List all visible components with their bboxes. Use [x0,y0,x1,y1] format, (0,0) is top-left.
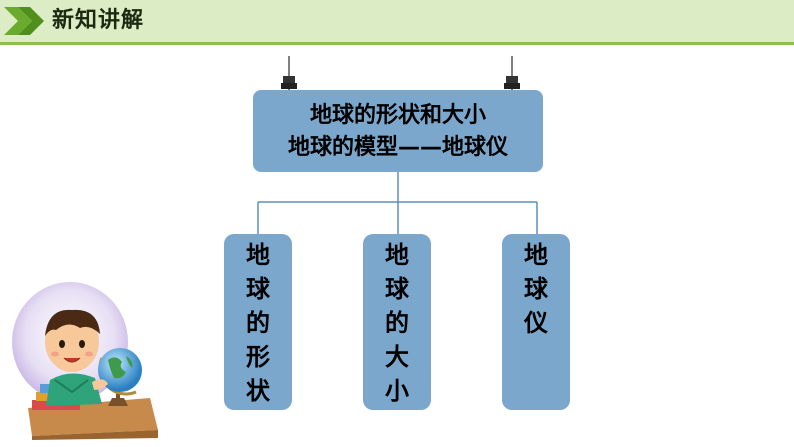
char: 球 [524,275,548,303]
main-topic-line-1: 地球的形状和大小 [309,103,486,128]
char: 的 [385,309,409,337]
char: 的 [246,309,270,337]
child-with-globe-illustration [12,282,158,440]
main-topic-box: 地球的形状和大小 地球的模型——地球仪 [253,90,543,172]
char: 球 [246,275,270,303]
double-chevron-right-icon [4,7,44,35]
char: 状 [246,377,270,405]
child-box-globe: 地 球 仪 [502,234,570,410]
char: 地 [246,241,270,269]
child-box-label: 地 球 仪 [502,234,570,340]
page-title: 新知讲解 [52,8,145,33]
child-box-size: 地 球 的 大 小 [363,234,431,410]
char: 仪 [524,309,548,337]
char: 形 [246,343,270,371]
char: 球 [385,275,409,303]
child-box-label: 地 球 的 大 小 [363,234,431,408]
child-box-label: 地 球 的 形 状 [224,234,292,408]
main-topic-line-2: 地球的模型——地球仪 [287,135,508,160]
header-bar: 新知讲解 [0,0,794,45]
char: 小 [385,377,409,405]
char: 大 [385,343,409,371]
char: 地 [385,241,409,269]
child-box-shape: 地 球 的 形 状 [224,234,292,410]
char: 地 [524,241,548,269]
